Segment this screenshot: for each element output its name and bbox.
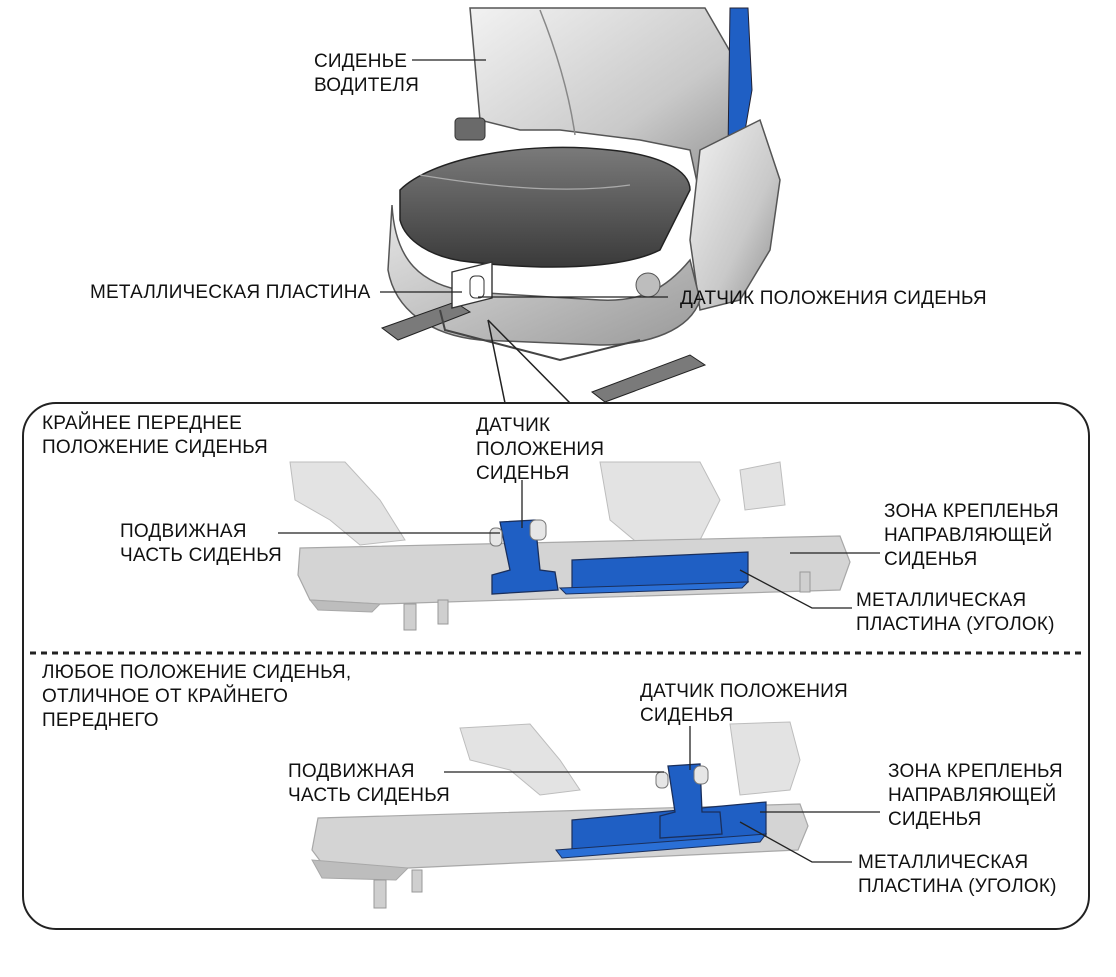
metal-plate-corner-label-front: МЕТАЛЛИЧЕСКАЯ ПЛАСТИНА (УГОЛОК) bbox=[856, 590, 1055, 635]
rail-other-position-illustration bbox=[311, 721, 809, 909]
front-position-title: КРАЙНЕЕ ПЕРЕДНЕЕ ПОЛОЖЕНИЕ СИДЕНЬЯ bbox=[42, 413, 268, 458]
metal-plate-label-top: МЕТАЛЛИЧЕСКАЯ ПЛАСТИНА bbox=[90, 282, 371, 303]
driver-seat-label: СИДЕНЬЕ ВОДИТЕЛЯ bbox=[314, 51, 419, 96]
rail-front-position-illustration bbox=[289, 461, 851, 631]
moving-part-label-front: ПОДВИЖНАЯ ЧАСТЬ СИДЕНЬЯ bbox=[120, 521, 282, 566]
other-position-title: ЛЮБОЕ ПОЛОЖЕНИЕ СИДЕНЬЯ, ОТЛИЧНОЕ ОТ КРА… bbox=[42, 662, 352, 731]
metal-plate-corner-label-other: МЕТАЛЛИЧЕСКАЯ ПЛАСТИНА (УГОЛОК) bbox=[858, 852, 1057, 897]
moving-part-label-other: ПОДВИЖНАЯ ЧАСТЬ СИДЕНЬЯ bbox=[288, 761, 450, 806]
seat-position-sensor-label-top: ДАТЧИК ПОЛОЖЕНИЯ СИДЕНЬЯ bbox=[680, 288, 987, 309]
rail-mount-label-front: ЗОНА КРЕПЛЕНЬЯ НАПРАВЛЯЮЩЕЙ СИДЕНЬЯ bbox=[884, 501, 1059, 570]
sensor-label-front: ДАТЧИК ПОЛОЖЕНИЯ СИДЕНЬЯ bbox=[476, 415, 605, 484]
detail-callout-panel bbox=[22, 402, 1090, 930]
sensor-label-other: ДАТЧИК ПОЛОЖЕНИЯ СИДЕНЬЯ bbox=[640, 681, 848, 726]
rail-mount-label-other: ЗОНА КРЕПЛЕНЬЯ НАПРАВЛЯЮЩЕЙ СИДЕНЬЯ bbox=[888, 761, 1063, 830]
driver-seat-illustration bbox=[380, 7, 781, 403]
